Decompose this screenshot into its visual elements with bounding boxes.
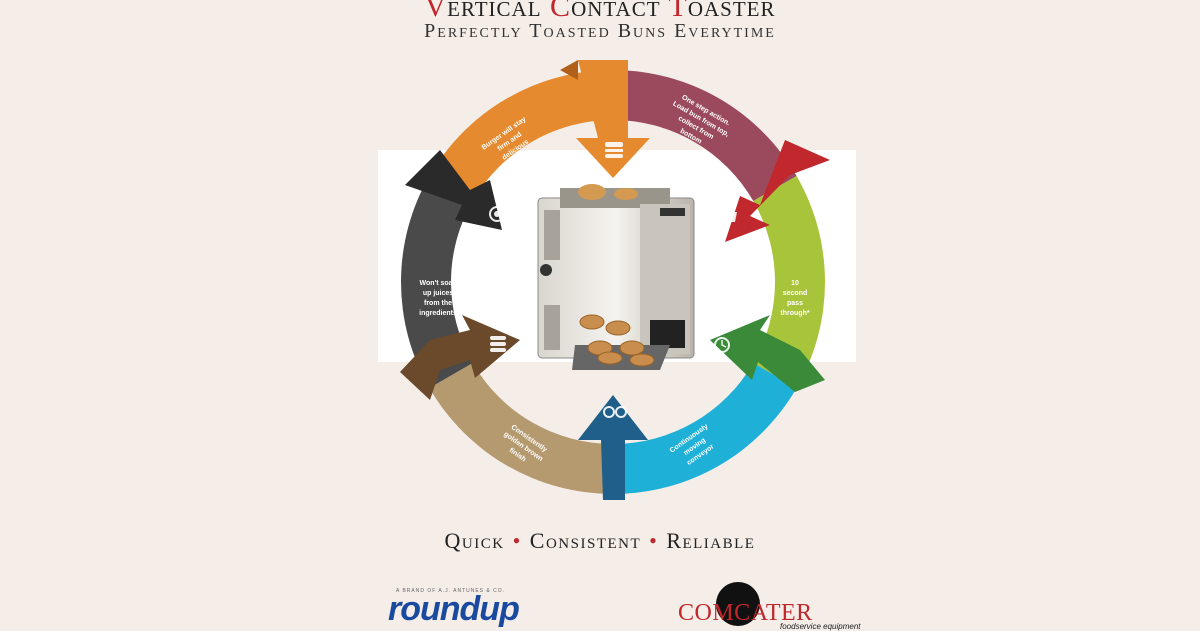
arrow-right-bottom xyxy=(710,315,825,392)
arrow-top xyxy=(576,60,650,178)
arrow-left-top xyxy=(405,150,502,230)
tagline: Quick•Consistent•Reliable xyxy=(444,528,756,553)
ring-segment-4 xyxy=(613,363,797,494)
ring-segment-2 xyxy=(613,70,797,201)
ring-segment-3 xyxy=(753,176,825,388)
arrow-bottom xyxy=(578,395,648,500)
thumbs-up-icon xyxy=(716,204,737,222)
arrow-left-bottom xyxy=(400,315,520,400)
ring-segment-1 xyxy=(429,70,613,201)
ring-segment-5 xyxy=(429,363,613,494)
comcater-logo: COMCATER foodservice equipment xyxy=(672,582,862,631)
conveyor-icon xyxy=(603,406,615,418)
bun-stack-icon xyxy=(490,336,506,340)
page-subtitle: Perfectly Toasted Buns Everytime xyxy=(424,20,776,42)
burger-icon xyxy=(605,142,623,147)
clock-icon xyxy=(714,337,730,353)
arrow-right-top xyxy=(725,140,830,242)
drop-icon xyxy=(489,206,505,222)
page-title: Vertical Contact Toaster xyxy=(424,0,776,23)
toaster-image xyxy=(537,184,695,370)
roundup-logo: A BRAND OF A.J. ANTUNES & CO. roundup xyxy=(388,588,520,628)
